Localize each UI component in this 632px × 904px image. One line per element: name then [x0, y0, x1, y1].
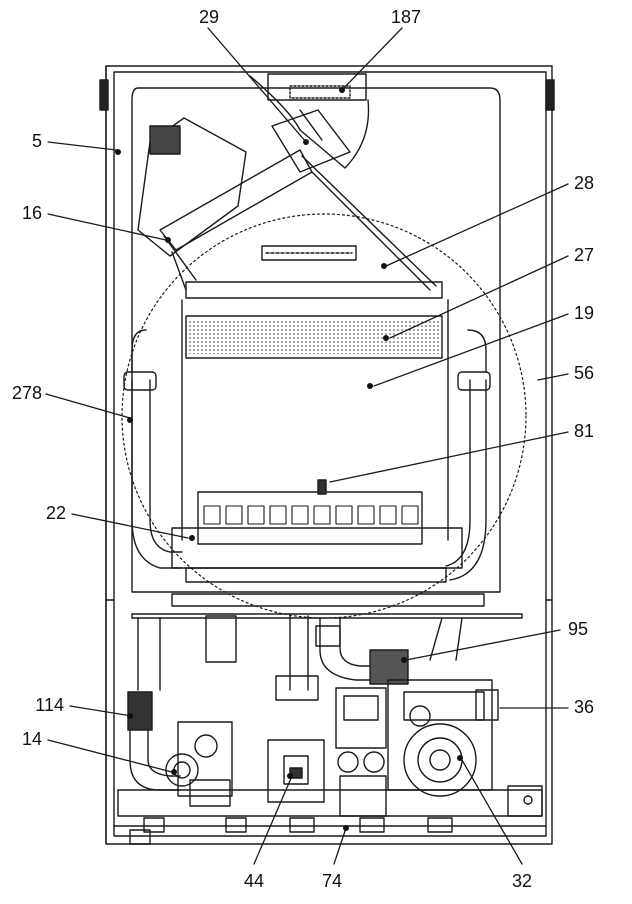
fan-assembly	[137, 117, 437, 291]
burner	[171, 479, 463, 583]
callout-32: 32	[511, 871, 533, 891]
bottom-rail	[117, 785, 543, 845]
callout-81: 81	[574, 421, 595, 441]
callout-29: 29	[198, 7, 220, 27]
leader-dots	[115, 87, 463, 831]
callout-74: 74	[321, 871, 343, 891]
callout-44: 44	[243, 871, 265, 891]
left-valve-cluster	[127, 691, 233, 807]
callout-22: 22	[45, 503, 66, 523]
flow-pipes	[123, 329, 491, 581]
callout-95: 95	[568, 619, 589, 639]
callout-56: 56	[574, 363, 595, 383]
flue-hood	[261, 245, 357, 261]
callout-114: 114	[35, 695, 64, 715]
callout-28: 28	[574, 173, 595, 193]
callout-16: 16	[21, 203, 42, 223]
callout-5: 5	[31, 131, 42, 151]
lower-plumbing	[129, 613, 523, 791]
boiler-casing	[99, 65, 555, 845]
callout-14: 14	[21, 729, 42, 749]
callout-27: 27	[574, 245, 595, 265]
callout-36: 36	[574, 697, 595, 717]
leader-lines	[45, 27, 569, 865]
flue-duct	[249, 73, 370, 173]
callout-19: 19	[574, 303, 595, 323]
callout-187: 187	[390, 7, 422, 27]
center-filter	[267, 675, 325, 803]
pump	[387, 679, 499, 797]
heat-exchanger	[185, 315, 443, 359]
callout-278: 278	[11, 383, 42, 403]
gas-valve	[335, 649, 409, 817]
